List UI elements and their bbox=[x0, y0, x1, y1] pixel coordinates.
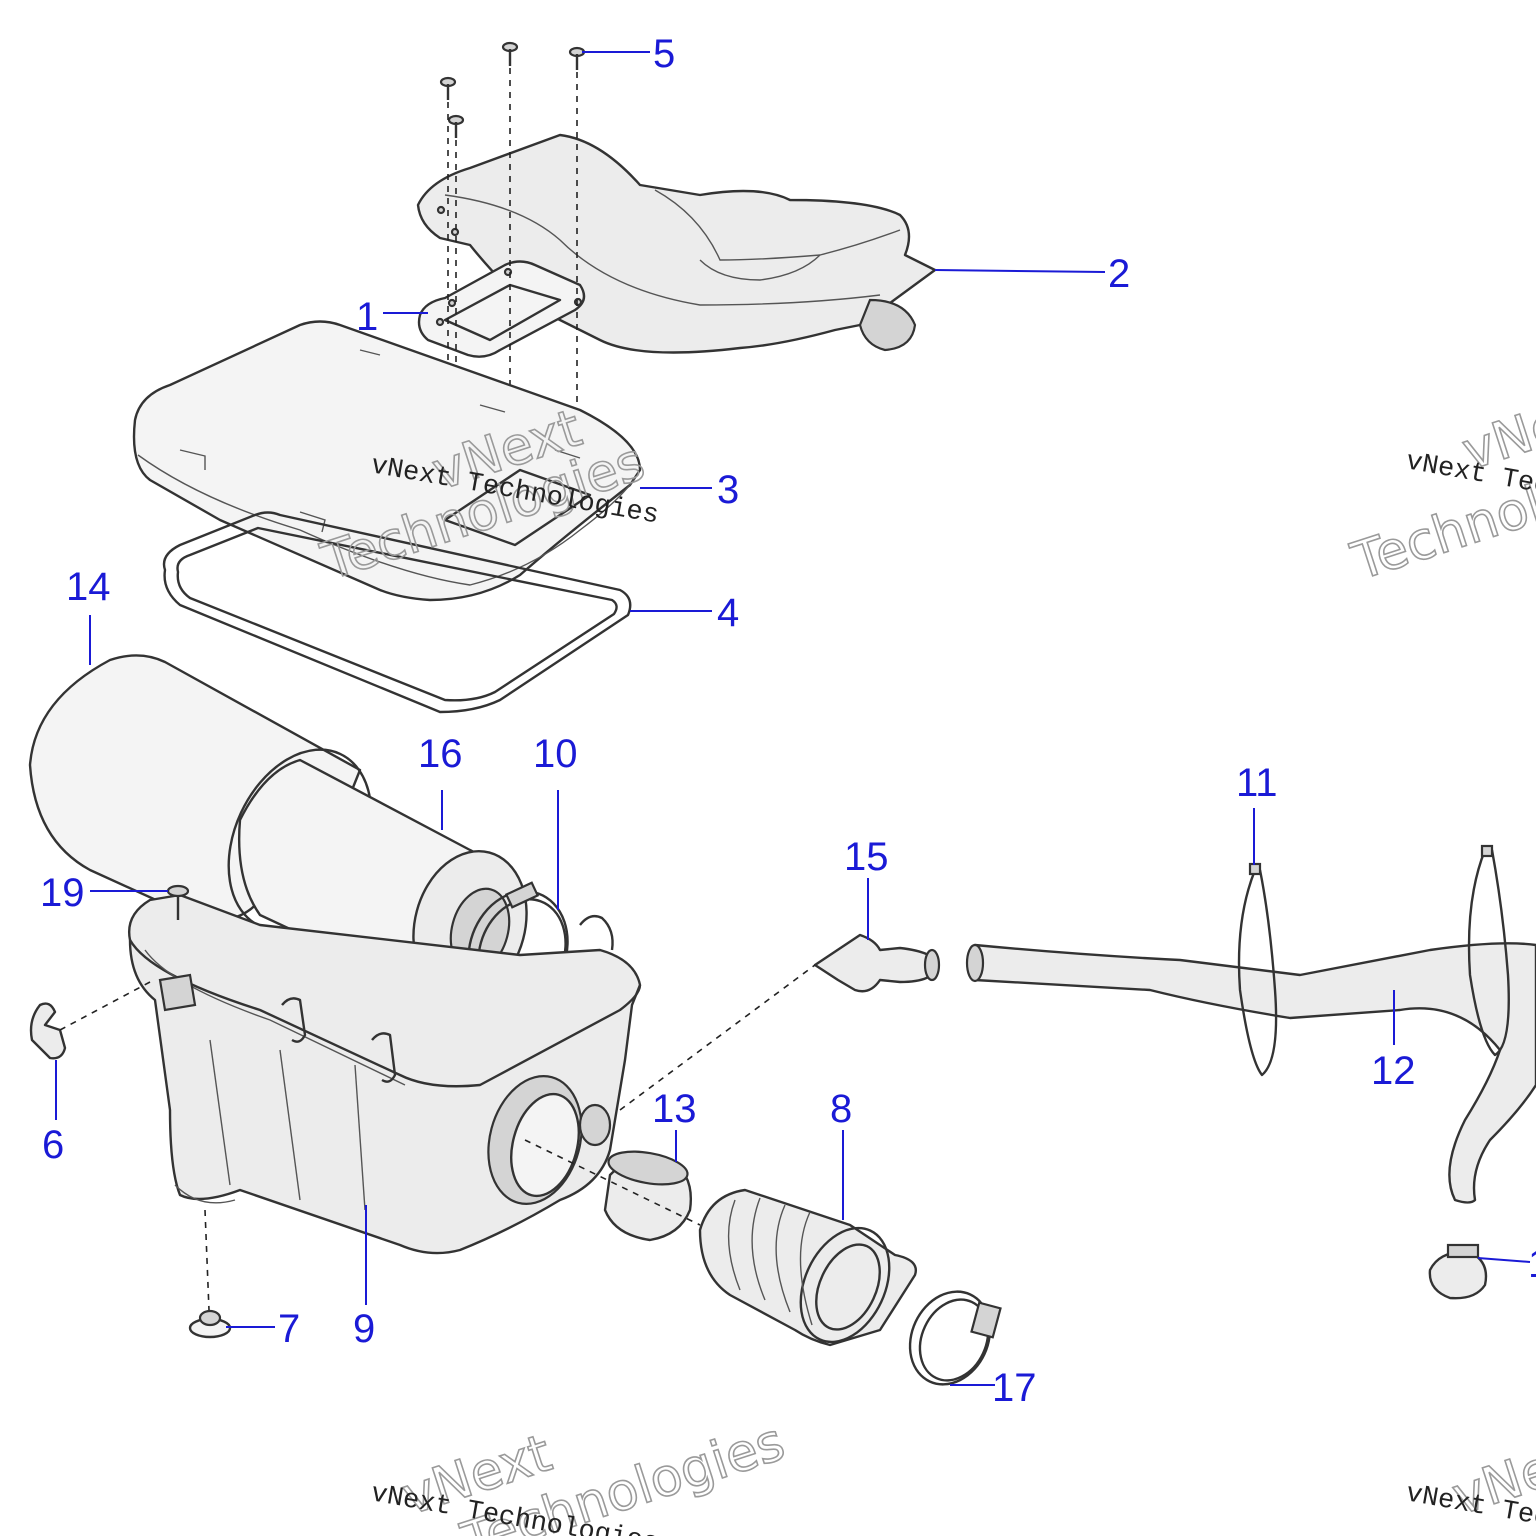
part-clip-6 bbox=[29, 981, 151, 1060]
part-sleeve-13 bbox=[524, 1139, 701, 1242]
callout-5: 5 bbox=[653, 32, 675, 76]
callout-13: 13 bbox=[652, 1087, 697, 1131]
callout-12: 12 bbox=[1371, 1049, 1416, 1093]
leader-lines bbox=[55, 51, 1531, 1386]
part-airbox-clips bbox=[281, 914, 614, 1083]
part-airbox-cover bbox=[132, 320, 642, 602]
callout-4: 4 bbox=[717, 591, 739, 635]
part-grommet-7 bbox=[188, 1209, 232, 1339]
callout-15: 15 bbox=[844, 835, 889, 879]
callout-10: 10 bbox=[533, 732, 578, 776]
part-cover-gasket bbox=[162, 511, 632, 714]
callout-18-partial: 1 bbox=[1528, 1242, 1536, 1286]
part-hose-12 bbox=[965, 942, 1536, 1204]
callout-9: 9 bbox=[353, 1307, 375, 1351]
callout-14: 14 bbox=[66, 565, 111, 609]
callout-7: 7 bbox=[278, 1307, 300, 1351]
part-fitting-15 bbox=[619, 933, 941, 1111]
callout-11: 11 bbox=[1236, 761, 1278, 805]
part-hose-clamp-17 bbox=[908, 1290, 1002, 1386]
callout-16: 16 bbox=[418, 732, 463, 776]
callout-6: 6 bbox=[42, 1123, 64, 1167]
callout-17: 17 bbox=[992, 1366, 1037, 1410]
callouts: 1 2 3 4 5 6 7 8 9 10 11 12 13 14 15 16 1… bbox=[40, 32, 1536, 1410]
callout-2: 2 bbox=[1108, 252, 1130, 296]
part-intake-boot-8 bbox=[698, 1188, 917, 1347]
callout-19: 19 bbox=[40, 871, 85, 915]
callout-8: 8 bbox=[830, 1087, 852, 1131]
part-duct-seal bbox=[417, 260, 586, 358]
part-hose-clamp-partial bbox=[1428, 1243, 1488, 1300]
part-airbox bbox=[128, 893, 642, 1255]
part-cable-ties-11 bbox=[1237, 844, 1510, 1077]
callout-1: 1 bbox=[356, 295, 378, 339]
callout-3: 3 bbox=[717, 468, 739, 512]
